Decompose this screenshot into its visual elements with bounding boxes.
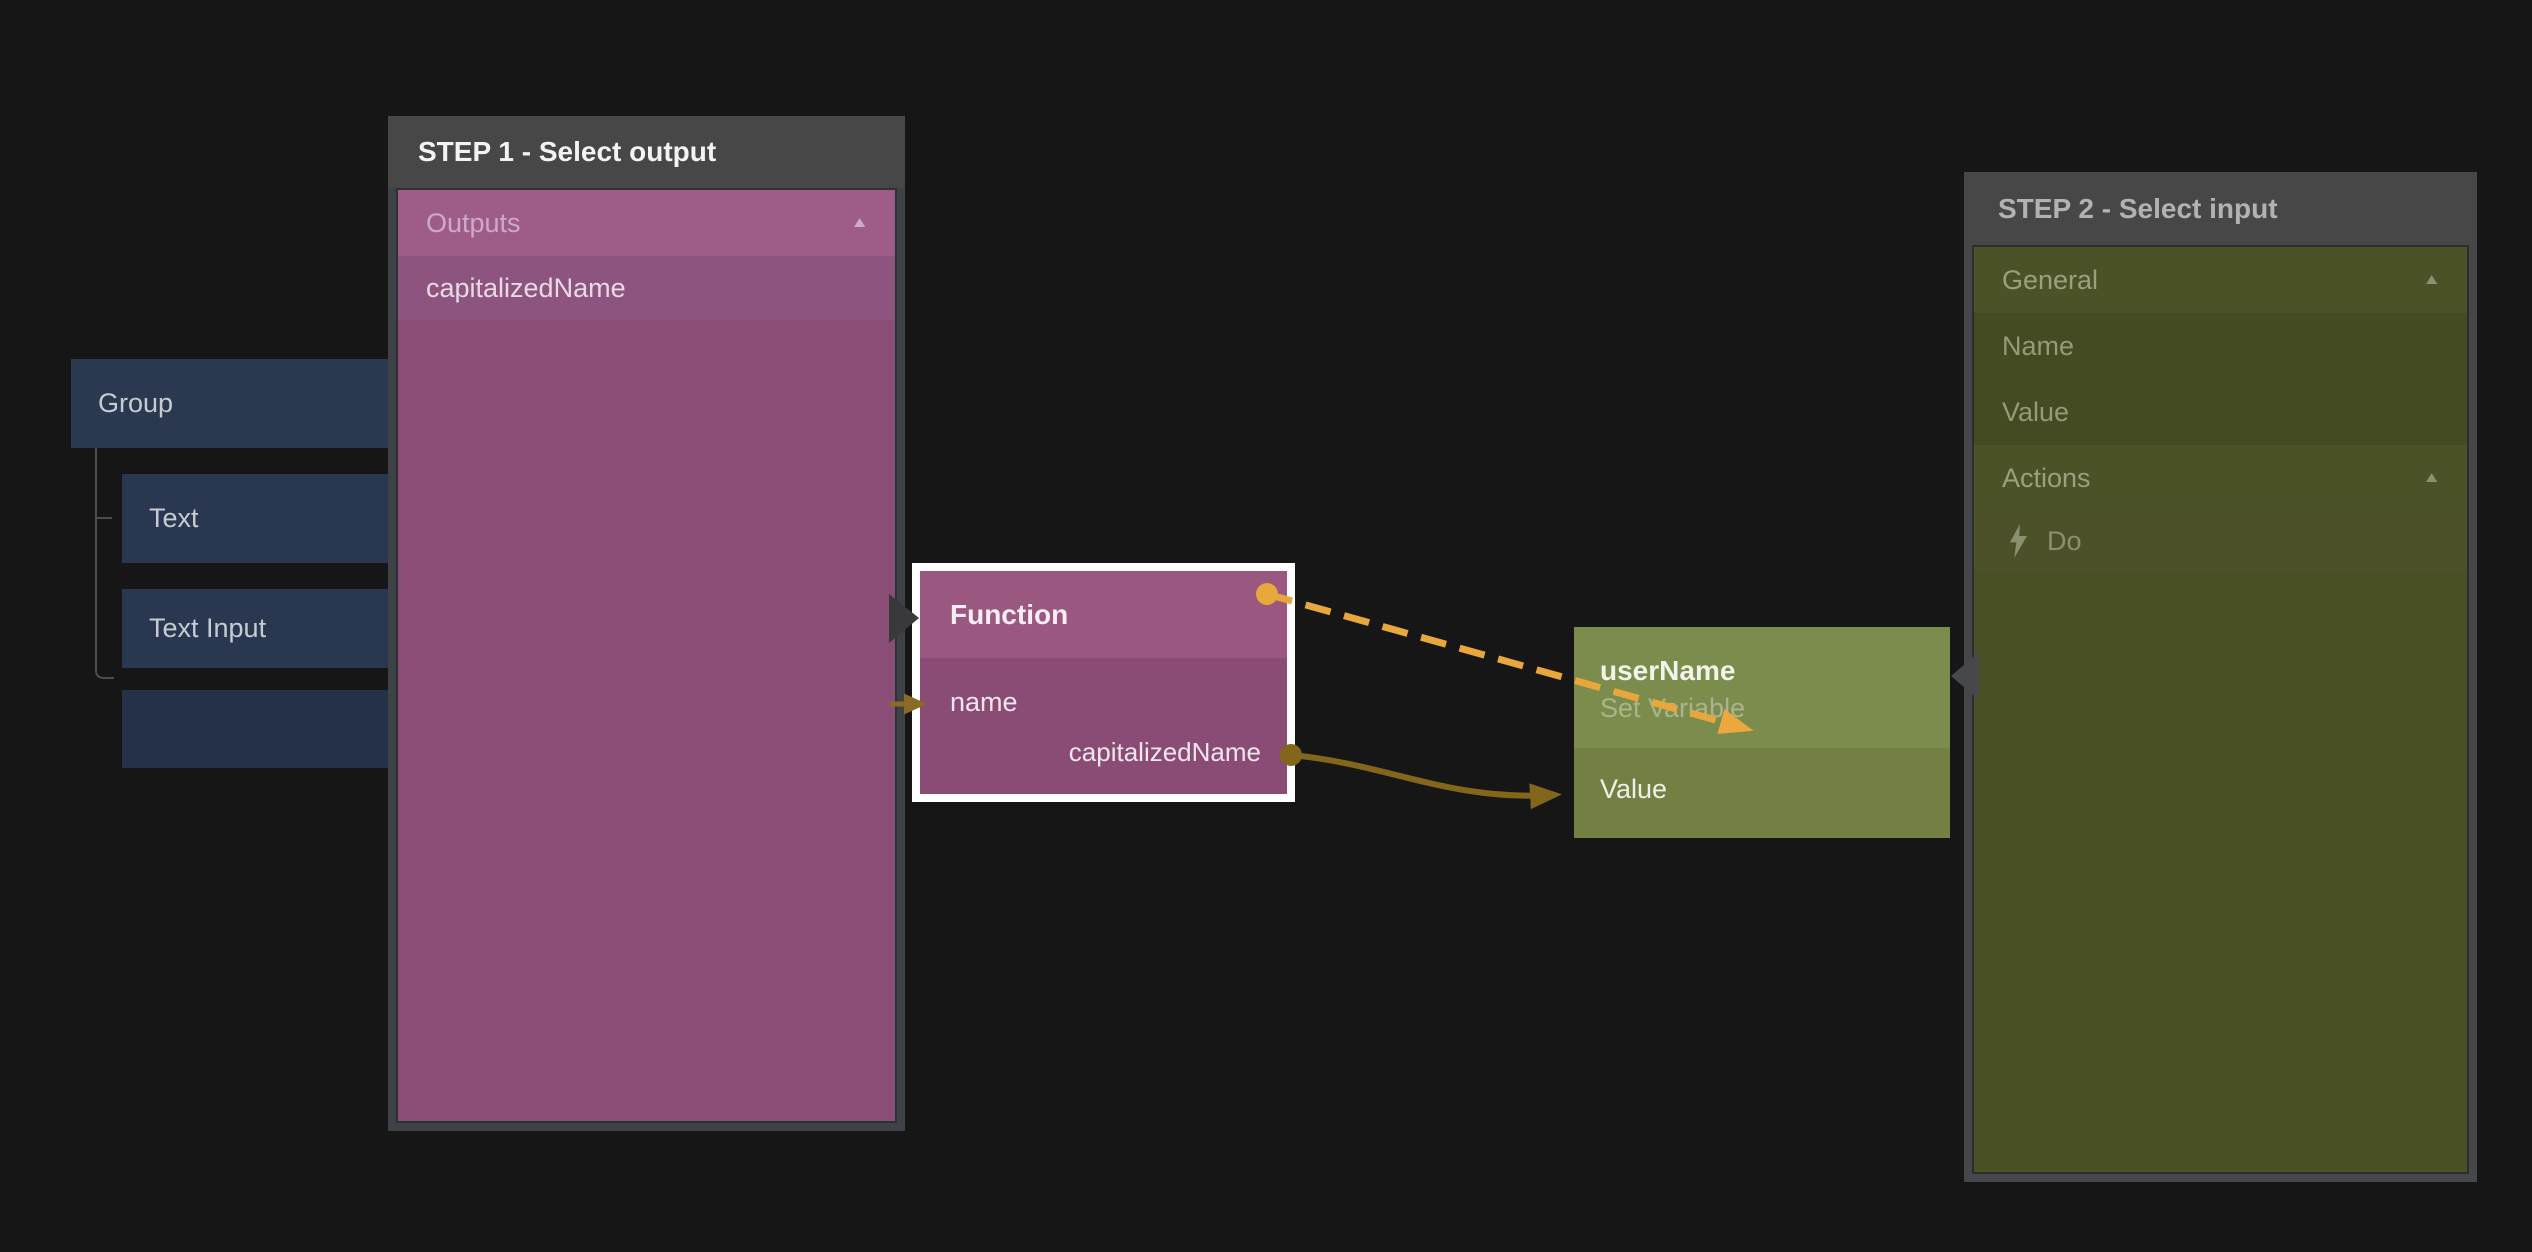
- collapse-arrow-icon[interactable]: ▲: [850, 214, 869, 231]
- step2-select-input-panel: STEP 2 - Select input General ▲ Name Val…: [1964, 172, 2477, 1182]
- input-option-name[interactable]: Name: [1974, 313, 2467, 379]
- set-variable-node-subtitle: Set Variable: [1600, 693, 1746, 723]
- step1-panel-title: STEP 1 - Select output: [418, 136, 717, 167]
- step2-panel-body: General ▲ Name Value Actions ▲ Do: [1972, 245, 2469, 1174]
- step2-panel-border: General ▲ Name Value Actions ▲ Do: [1964, 245, 2477, 1182]
- step2-panel-header: STEP 2 - Select input: [1964, 172, 2477, 245]
- input-option-do[interactable]: Do: [1974, 511, 2467, 571]
- canvas-node-clipped[interactable]: [122, 690, 416, 768]
- canvas-node-group[interactable]: Group: [71, 359, 416, 448]
- set-variable-node-header[interactable]: [1574, 627, 1950, 748]
- outputs-section-row[interactable]: Outputs ▲: [398, 190, 895, 256]
- actions-section-row[interactable]: Actions ▲: [1974, 445, 2467, 511]
- set-variable-node[interactable]: userName Set Variable Value: [1574, 627, 1950, 838]
- option-label: Name: [2002, 330, 2075, 361]
- step1-select-output-panel: STEP 1 - Select output Outputs ▲ capital…: [388, 116, 905, 1131]
- option-label: Value: [2002, 396, 2070, 427]
- lightning-bolt-icon: [2010, 524, 2027, 558]
- node-label: Text Input: [149, 613, 267, 643]
- step2-panel-title: STEP 2 - Select input: [1998, 192, 2278, 224]
- function-node-body: Function name capitalizedName: [920, 571, 1287, 794]
- function-node-header[interactable]: Function: [920, 571, 1287, 658]
- collapse-arrow-icon[interactable]: ▲: [2422, 271, 2441, 288]
- function-node[interactable]: Function name capitalizedName: [912, 563, 1295, 802]
- collapse-arrow-icon[interactable]: ▲: [2422, 469, 2441, 486]
- output-option-capitalizedname[interactable]: capitalizedName: [398, 256, 895, 320]
- set-variable-node-title: userName: [1600, 655, 1736, 686]
- node-label: Text: [149, 503, 199, 533]
- option-label: capitalizedName: [426, 272, 626, 303]
- variable-input-value[interactable]: Value: [1600, 774, 1668, 804]
- section-label: General: [2002, 264, 2099, 295]
- canvas-node-text[interactable]: Text: [122, 474, 416, 563]
- function-output-capitalizedname[interactable]: capitalizedName: [1068, 737, 1261, 767]
- function-node-title: Function: [950, 598, 1069, 630]
- general-section-row[interactable]: General ▲: [1974, 247, 2467, 313]
- option-label: Do: [2047, 525, 2082, 556]
- step1-panel-body: Outputs ▲ capitalizedName: [396, 188, 897, 1123]
- canvas-node-text-input[interactable]: Text Input: [122, 589, 416, 668]
- function-input-name[interactable]: name: [950, 687, 1018, 717]
- section-label: Actions: [2002, 462, 2091, 493]
- step1-panel-header: STEP 1 - Select output: [388, 116, 905, 188]
- section-label: Outputs: [426, 207, 521, 238]
- step1-panel-border: Outputs ▲ capitalizedName: [388, 188, 905, 1131]
- input-option-value[interactable]: Value: [1974, 379, 2467, 445]
- node-label: Group: [98, 388, 174, 418]
